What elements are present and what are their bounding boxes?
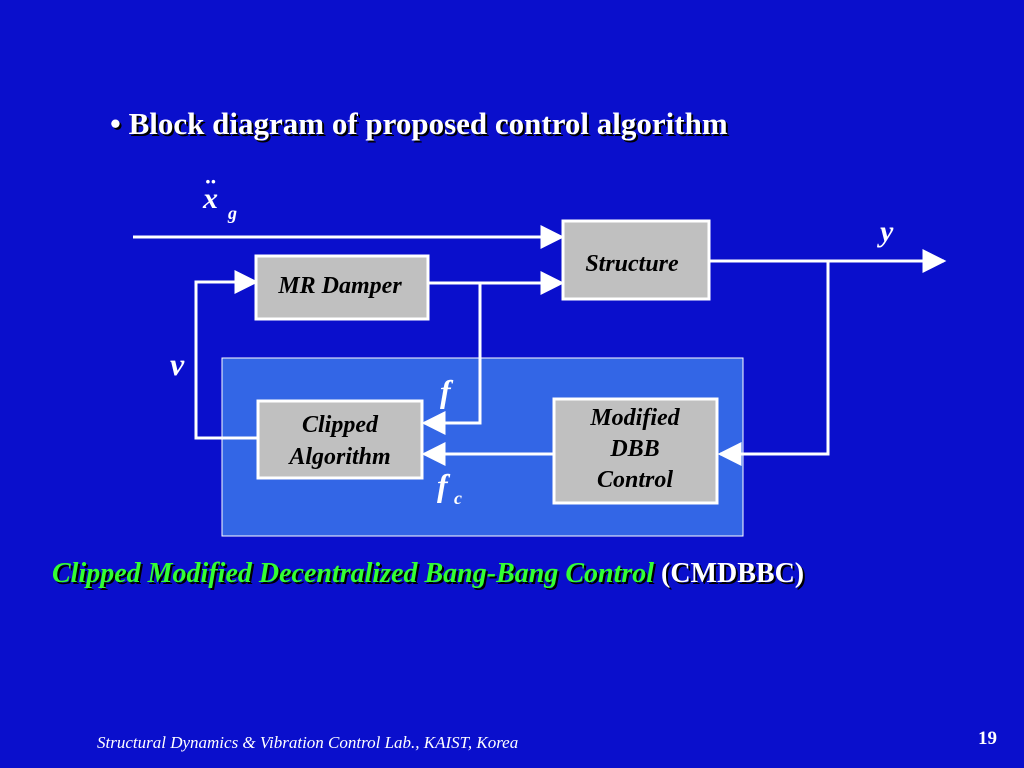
slide-bullet-title: • Block diagram of proposed control algo…: [110, 106, 728, 141]
feedback-line: [717, 261, 830, 466]
dbb-label-line1: Modified: [589, 405, 680, 431]
page-number: 19: [978, 728, 997, 749]
voltage-label: v: [170, 346, 185, 382]
caption-acronym: (CMDBBC): [661, 558, 805, 589]
caption: Clipped Modified Decentralized Bang-Bang…: [52, 558, 804, 590]
mr-damper-label: MR Damper: [277, 273, 402, 299]
control-force-subscript: c: [454, 488, 462, 508]
dbb-label-line2: DBB: [609, 436, 659, 462]
modified-dbb-block: Modified DBB Control: [552, 397, 719, 505]
footer: Structural Dynamics & Vibration Control …: [97, 733, 519, 752]
structure-block: Structure: [561, 219, 711, 301]
input-signal-label: x ·· g: [202, 169, 237, 223]
dbb-label-line3: Control: [597, 467, 673, 493]
force-label: f: [440, 373, 454, 409]
v-arrow: [194, 270, 259, 440]
structure-label: Structure: [585, 251, 679, 277]
clipped-algorithm-block: Clipped Algorithm: [256, 399, 424, 480]
f-arrow: [421, 281, 482, 435]
input-subscript: g: [227, 203, 237, 223]
output-label: y: [877, 215, 894, 248]
clipped-label-line2: Algorithm: [287, 444, 390, 470]
mr-damper-block: MR Damper: [254, 254, 430, 321]
control-force-label: f c: [437, 467, 462, 508]
clipped-label-line1: Clipped: [302, 412, 379, 438]
control-force-main: f: [437, 467, 451, 503]
input-dots: ··: [205, 169, 216, 194]
caption-green: Clipped Modified Decentralized Bang-Bang…: [52, 558, 655, 589]
input-main-symbol: x: [202, 182, 218, 215]
